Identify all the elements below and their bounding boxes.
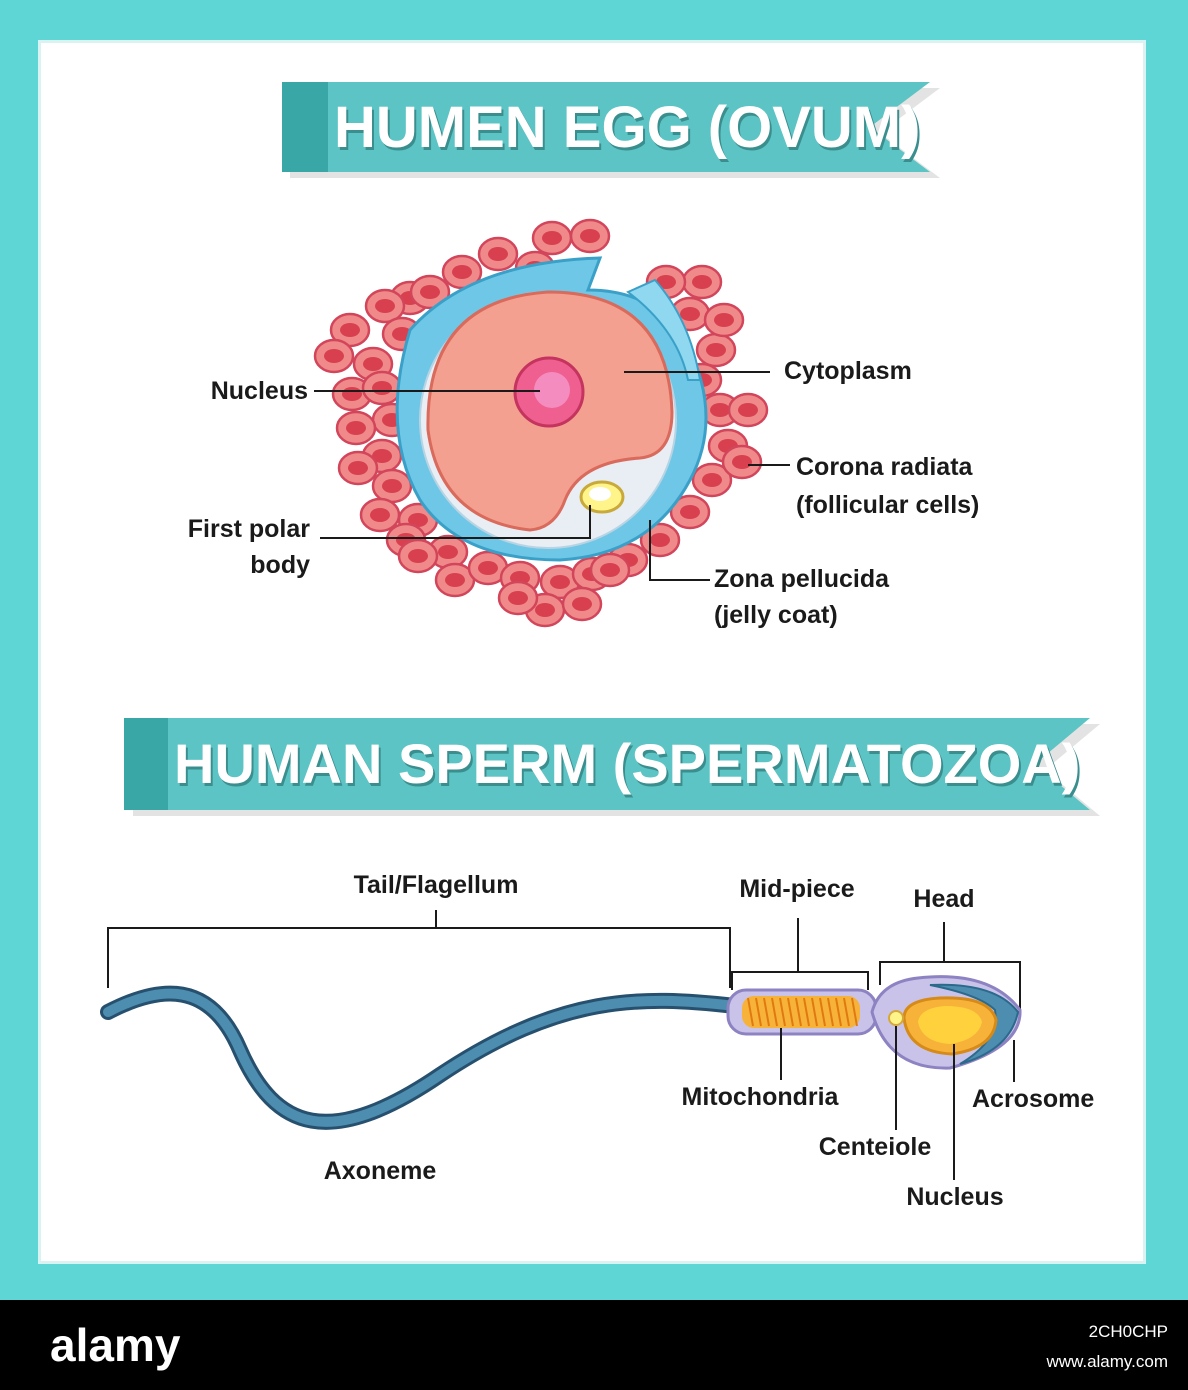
watermark-footer [0,1300,1188,1390]
mitochondria-stripe [771,997,778,1027]
follicular-cell-nucleus [680,505,700,519]
follicular-cell-nucleus [370,508,390,522]
ovum-banner [282,82,940,178]
follicular-cell-nucleus [542,231,562,245]
follicular-cell-nucleus [408,513,428,527]
follicular-cell-nucleus [348,461,368,475]
ovum-nucleus-label: Nucleus [210,377,308,405]
follicular-cell-nucleus [438,545,458,559]
sperm-banner [124,718,1100,816]
follicular-cell-nucleus [600,563,620,577]
polar-body-sublabel: body [250,551,310,579]
sperm-pointer-lines [780,1026,1015,1180]
follicular-cell-nucleus [452,265,472,279]
follicular-cell-nucleus [738,403,758,417]
sperm-diagram [100,910,1022,1180]
follicular-cell-nucleus [650,533,670,547]
follicular-cell-nucleus [382,479,402,493]
follicular-cell-nucleus [702,473,722,487]
follicular-cell-nucleus [550,575,570,589]
mitochondria-stripe [755,997,762,1027]
follicular-cell-nucleus [706,343,726,357]
mitochondria-stripe [779,997,786,1027]
follicular-cell-nucleus [680,307,700,321]
mitochondria-stripe [795,997,802,1027]
follicular-cell-nucleus [324,349,344,363]
mitochondria-stripe [827,997,834,1027]
follicular-cell-nucleus [572,597,592,611]
sperm-brackets [107,910,1021,1010]
follicular-cell-nucleus [580,229,600,243]
mitochondria-stripe [835,997,842,1027]
midpiece-label: Mid-piece [739,875,855,903]
follicular-cell-nucleus [478,561,498,575]
alamy-url: www.alamy.com [1046,1352,1168,1371]
zona-pellucida-label: Zona pellucida [714,565,890,593]
mitochondria-stripe [843,997,850,1027]
mitochondria-coils [742,996,860,1028]
mitochondria-label: Mitochondria [681,1083,839,1111]
centriole-label: Centeiole [818,1133,932,1161]
mitochondria-stripe [803,997,810,1027]
follicular-cell-nucleus [408,549,428,563]
follicular-cell-nucleus [714,313,734,327]
zona-pellucida-sublabel: (jelly coat) [714,601,838,629]
mitochondria-stripe [747,997,754,1027]
follicular-cell-nucleus [692,275,712,289]
follicular-cell-nucleus [445,573,465,587]
follicular-cell-nucleus [535,603,555,617]
ovum-diagram [313,218,790,628]
mitochondria-stripe [819,997,826,1027]
mitochondria-stripe [811,997,818,1027]
polar-body-label: First polar [187,515,310,543]
corona-radiata-cells [313,218,769,628]
mitochondria-stripe [851,997,858,1027]
banners-layer [124,82,1100,816]
follicular-cell-nucleus [346,421,366,435]
follicular-cell-nucleus [710,403,730,417]
follicular-cell-nucleus [340,323,360,337]
sperm-title: HUMAN SPERM (SPERMATOZOA) [174,732,1081,795]
acrosome [929,983,1020,1065]
mitochondria-stripe [763,997,770,1027]
corona-radiata-label: Corona radiata [796,453,973,481]
follicular-cell-nucleus [363,357,383,371]
corona-radiata-sublabel: (follicular cells) [796,491,980,519]
sperm-nucleus-label: Nucleus [906,1183,1004,1211]
cytoplasm-label: Cytoplasm [784,357,912,385]
follicular-cell-nucleus [732,455,752,469]
follicular-cell-nucleus [508,591,528,605]
ovum-pointer-lines [314,371,790,581]
follicular-cell-nucleus [488,247,508,261]
alamy-logo: alamy [50,1319,181,1371]
centriole [888,1010,904,1026]
acrosome-label: Acrosome [972,1085,1095,1113]
tail-label: Tail/Flagellum [353,871,519,899]
mitochondria-band [742,996,860,1028]
mitochondria-stripe [787,997,794,1027]
follicular-cell-nucleus [372,449,392,463]
follicular-cell-nucleus [420,285,440,299]
image-id: 2CH0CHP [1088,1322,1168,1341]
tail-flagellum [100,985,743,1130]
head-label: Head [913,885,975,913]
axoneme-label: Axoneme [323,1157,437,1185]
follicular-cell-nucleus [656,275,676,289]
follicular-cell-nucleus [375,299,395,313]
ovum-title: HUMEN EGG (OVUM) [334,95,921,160]
